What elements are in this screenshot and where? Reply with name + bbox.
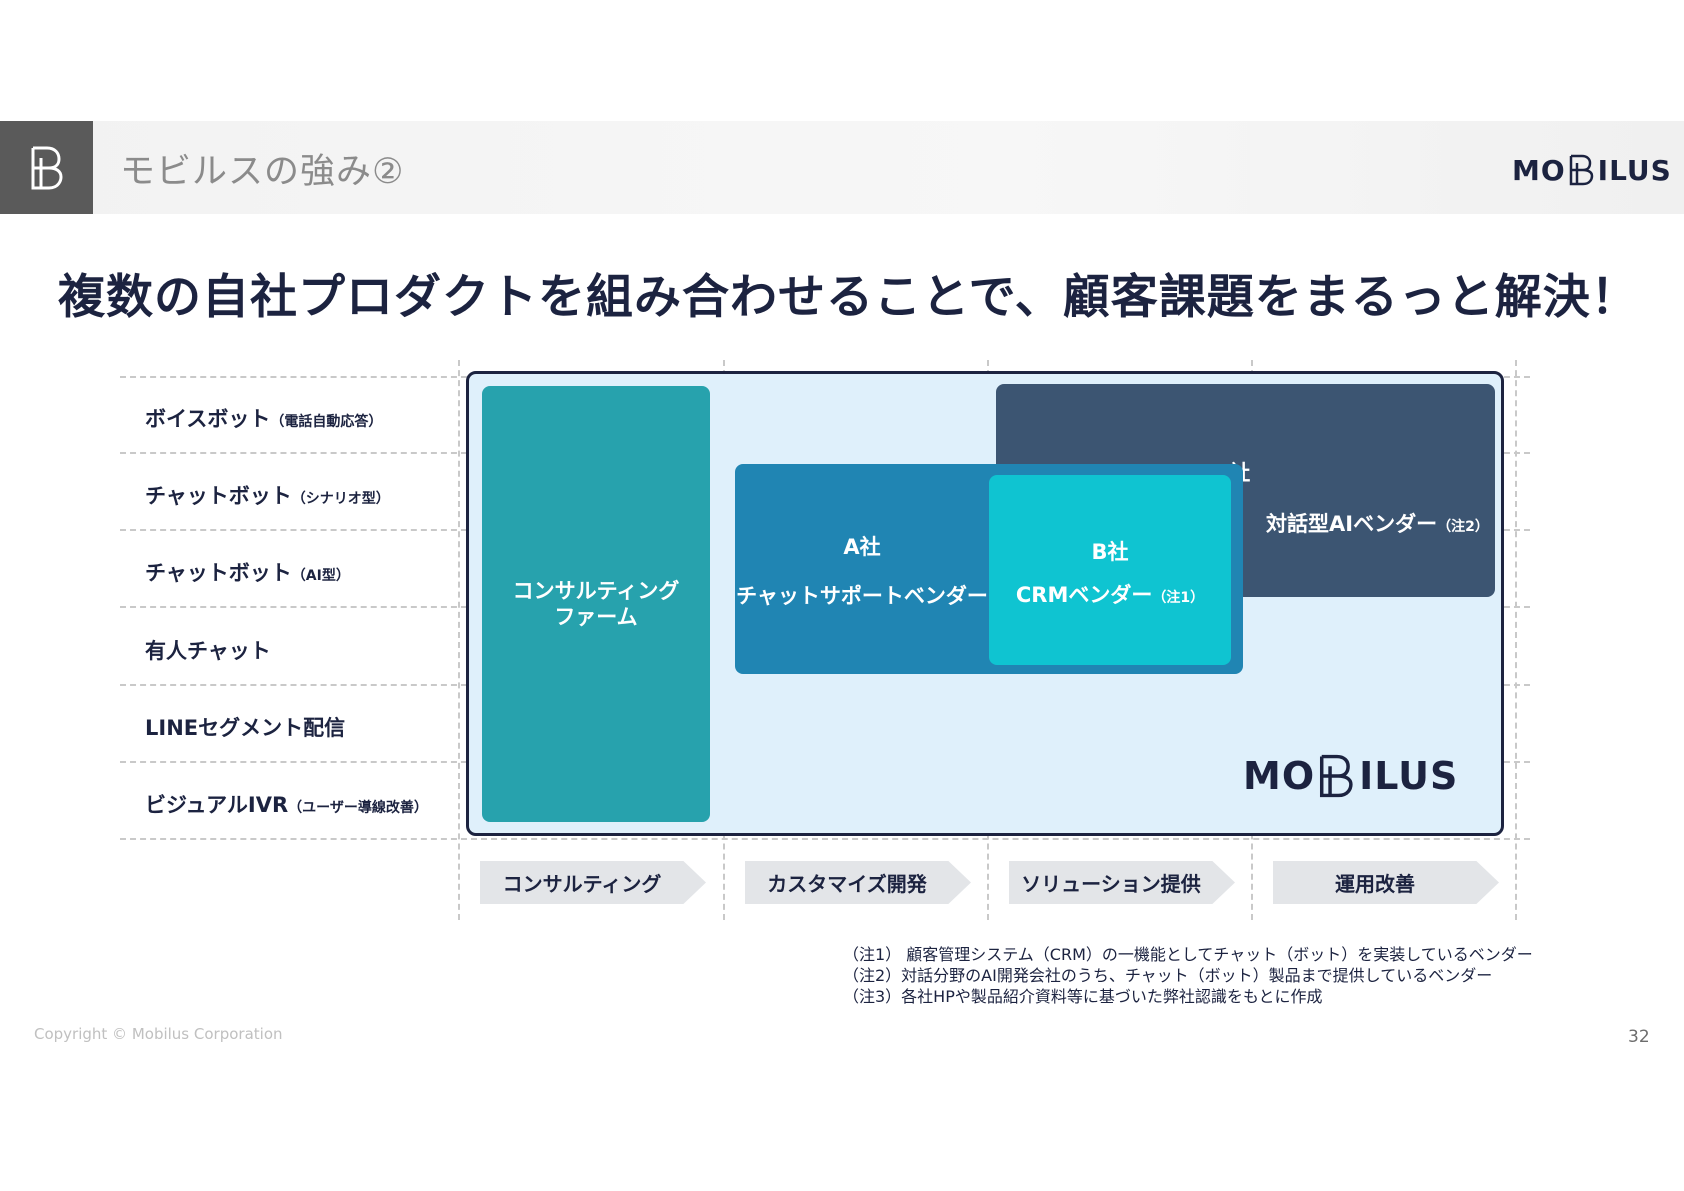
phase-custom-development: カスタマイズ開発 <box>745 861 971 904</box>
copyright-text: Copyright © Mobilus Corporation <box>34 1025 283 1043</box>
row-label-live-chat: 有人チャット <box>145 639 271 663</box>
consulting-firm-line2: ファーム <box>554 605 638 629</box>
company-b-box: B社 CRMベンダー（注1） <box>989 475 1231 665</box>
row-label-visual-ivr: ビジュアルIVR（ユーザー導線改善） <box>145 793 428 817</box>
company-c-desc: 対話型AIベンダー（注2） <box>1266 512 1489 536</box>
logo-b-mark <box>1569 154 1593 186</box>
row-label-voicebot: ボイスボット（電話自動応答） <box>145 407 383 431</box>
header-logo: MO ILUS <box>1512 152 1672 188</box>
page-number: 32 <box>1628 1027 1650 1047</box>
header-band <box>0 121 1684 214</box>
section-icon-box <box>0 121 93 214</box>
footnote-3: （注3）各社HPや製品紹介資料等に基づいた弊社認識をもとに作成 <box>843 987 1323 1006</box>
mobilus-b-icon <box>31 146 63 189</box>
footnote-2: （注2）対話分野のAI開発会社のうち、チャット（ボット）製品まで提供しているベン… <box>843 966 1493 985</box>
phase-solution-delivery: ソリューション提供 <box>1009 861 1235 904</box>
page-title: モビルスの強み② <box>120 152 405 192</box>
grid-col-line <box>1515 360 1517 920</box>
grid-col-line <box>458 360 460 920</box>
logo-text-left: MO <box>1512 153 1566 187</box>
company-b-desc: CRMベンダー（注1） <box>1015 583 1205 607</box>
footnotes: （注1） 顧客管理システム（CRM）の一機能としてチャット（ボット）を実装してい… <box>843 944 1533 1007</box>
grid-row-line <box>120 838 1530 840</box>
row-label-chatbot-scenario: チャットボット（シナリオ型） <box>145 484 390 508</box>
frame-logo-b-mark <box>1320 754 1353 798</box>
footnote-1: （注1） 顧客管理システム（CRM）の一機能としてチャット（ボット）を実装してい… <box>843 945 1533 964</box>
company-a-desc: チャットサポートベンダー <box>736 584 988 608</box>
phase-operation-improvement: 運用改善 <box>1273 861 1499 904</box>
headline: 複数の自社プロダクトを組み合わせることで、顧客課題をまるっと解決！ <box>58 270 1639 325</box>
consulting-firm-box: コンサルティング ファーム <box>482 386 710 822</box>
logo-text-right: ILUS <box>1597 153 1672 187</box>
row-label-line-segment: LINEセグメント配信 <box>145 716 346 740</box>
consulting-firm-line1: コンサルティング <box>512 579 680 603</box>
row-label-chatbot-ai: チャットボット（AI型） <box>145 561 350 585</box>
frame-logo: MO ILUS <box>1243 751 1458 801</box>
phase-consulting: コンサルティング <box>480 861 706 904</box>
frame-logo-text-right: ILUS <box>1359 754 1459 798</box>
company-b-name: B社 <box>1091 540 1129 564</box>
frame-logo-text-left: MO <box>1243 754 1316 798</box>
company-a-name: A社 <box>843 535 881 559</box>
